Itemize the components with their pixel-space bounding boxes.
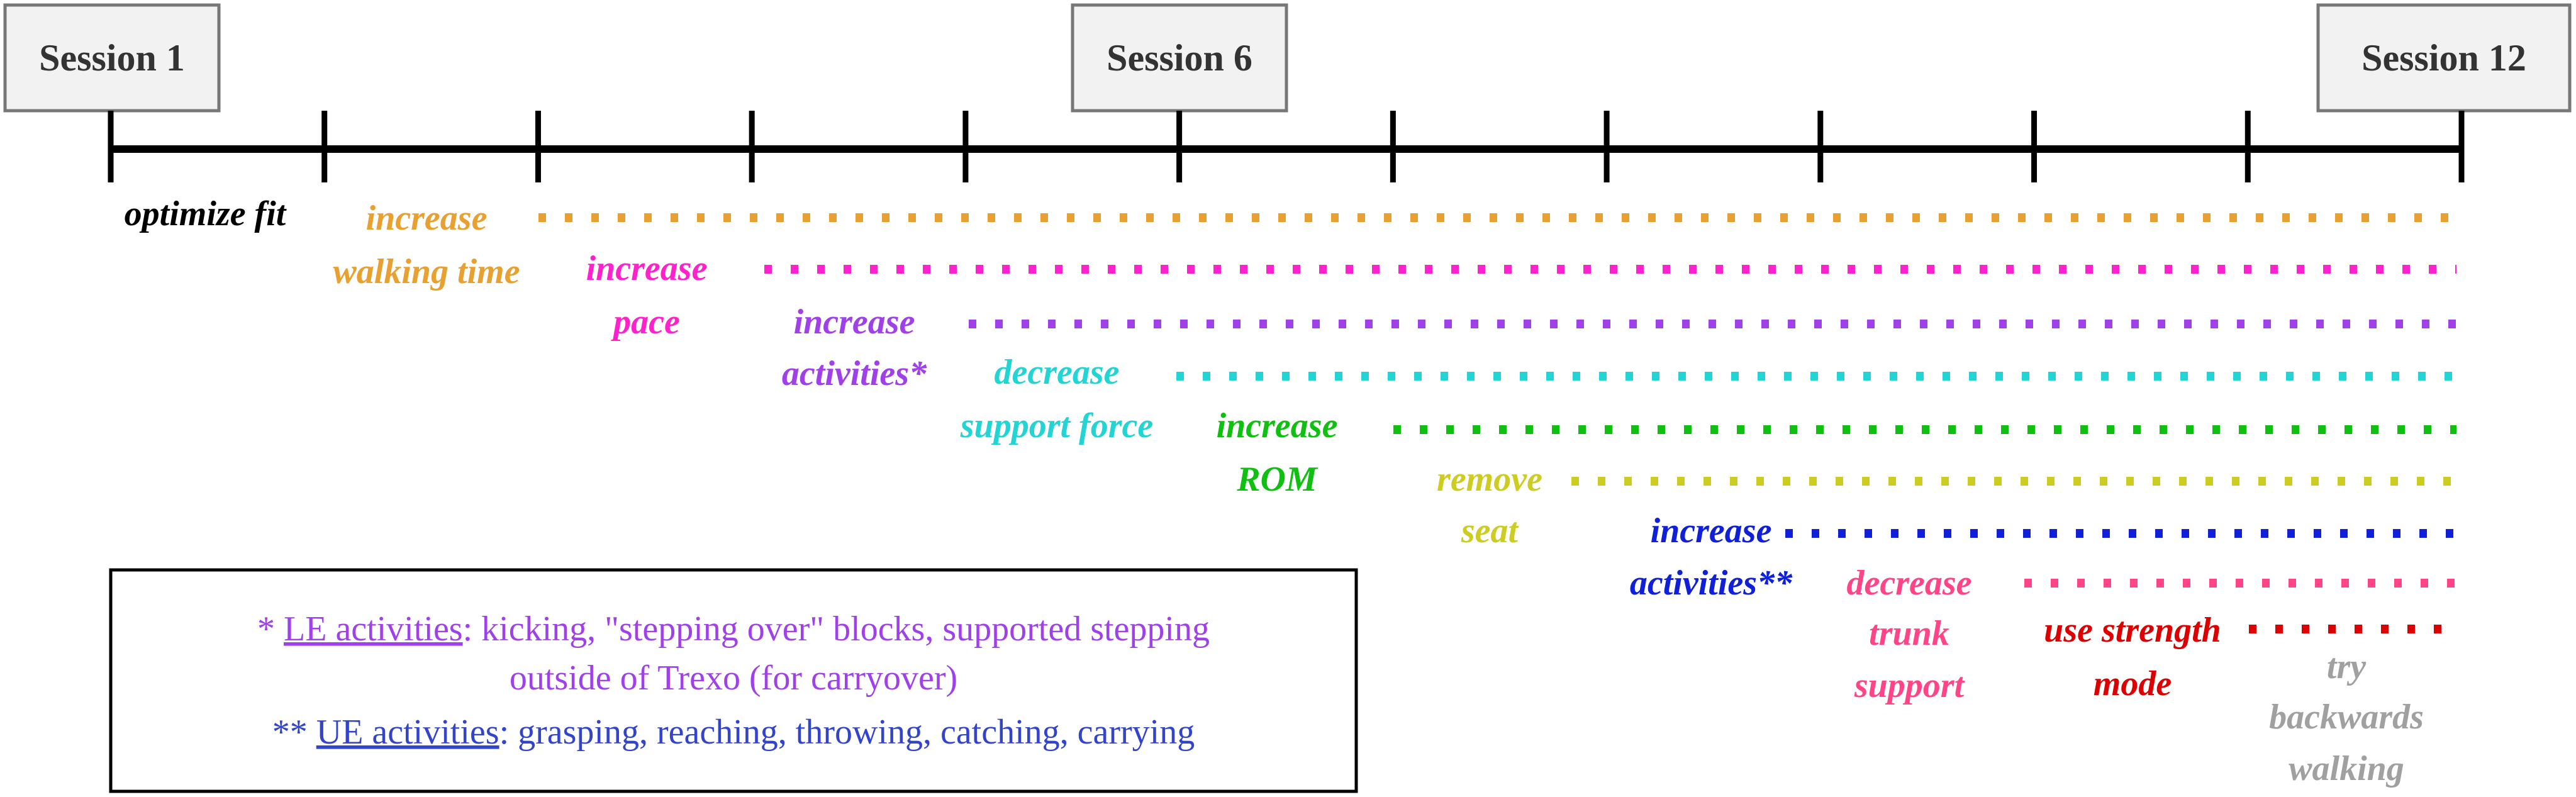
- step-label-line: increase: [586, 249, 708, 288]
- step-try-backwards-walking: try backwards walking: [2269, 647, 2424, 788]
- step-label-line: backwards: [2269, 698, 2424, 737]
- step-label-line: try: [2327, 647, 2367, 686]
- session-box-6: Session 6: [1071, 3, 1288, 113]
- legend-line-le-continued: outside of Trexo (for carryover): [510, 659, 957, 698]
- timeline-ticks: [108, 111, 2465, 182]
- session-box-12: Session 12: [2316, 3, 2572, 113]
- step-use-strength-mode: use strength mode: [2044, 611, 2221, 703]
- step-increase-activities-ue: increase activities**: [1630, 511, 1793, 603]
- step-increase-pace: increase pace: [586, 249, 708, 342]
- legend-le-rest: : kicking, "stepping over" blocks, suppo…: [463, 610, 1210, 649]
- step-label-line: increase: [1651, 511, 1772, 550]
- session-box-1: Session 1: [3, 3, 221, 113]
- step-increase-activities-le: increase activities*: [782, 303, 927, 393]
- step-label-line: decrease: [994, 353, 1119, 392]
- legend-ue-term: UE activities: [316, 713, 499, 752]
- step-label-line: decrease: [1846, 564, 1971, 603]
- step-label-line: use strength: [2044, 611, 2221, 650]
- legend-le-prefix: *: [257, 610, 284, 649]
- step-label-line: activities*: [782, 354, 927, 393]
- step-increase-rom: increase ROM: [1217, 406, 1338, 499]
- step-label-line: increase: [366, 199, 488, 238]
- step-label-line: remove: [1437, 460, 1542, 499]
- legend-le-term: LE activities: [284, 610, 463, 649]
- step-decrease-support-force: decrease support force: [960, 353, 1153, 445]
- step-label-line: walking: [2289, 749, 2404, 788]
- legend-line-ue: ** UE activities: grasping, reaching, th…: [272, 713, 1195, 752]
- legend-ue-rest: : grasping, reaching, throwing, catching…: [499, 713, 1195, 752]
- step-decrease-trunk-support: decrease trunk support: [1846, 564, 1971, 705]
- step-label-line: ROM: [1236, 460, 1319, 499]
- session-6-label: Session 6: [1107, 37, 1252, 79]
- step-label-line: support: [1854, 666, 1965, 705]
- dotted-lines: [538, 213, 2456, 633]
- step-label-line: pace: [611, 303, 680, 342]
- session-12-label: Session 12: [2361, 37, 2526, 79]
- step-optimize-fit: optimize fit: [125, 194, 287, 233]
- step-label-line: trunk: [1869, 614, 1949, 653]
- session-1-label: Session 1: [39, 37, 185, 79]
- step-label-line: increase: [1217, 406, 1338, 445]
- legend-box: * LE activities: kicking, "stepping over…: [109, 568, 1358, 793]
- step-label-line: walking time: [333, 252, 520, 291]
- step-label-line: activities**: [1630, 564, 1793, 603]
- legend-line-le: * LE activities: kicking, "stepping over…: [257, 610, 1210, 649]
- step-label-line: support force: [960, 406, 1153, 445]
- step-label-line: increase: [794, 303, 915, 342]
- step-label-line: seat: [1461, 511, 1519, 550]
- step-increase-walking-time: increase walking time: [333, 199, 520, 291]
- legend-ue-prefix: **: [272, 713, 316, 752]
- step-label-line: mode: [2094, 664, 2172, 703]
- step-remove-seat: remove seat: [1437, 460, 1542, 550]
